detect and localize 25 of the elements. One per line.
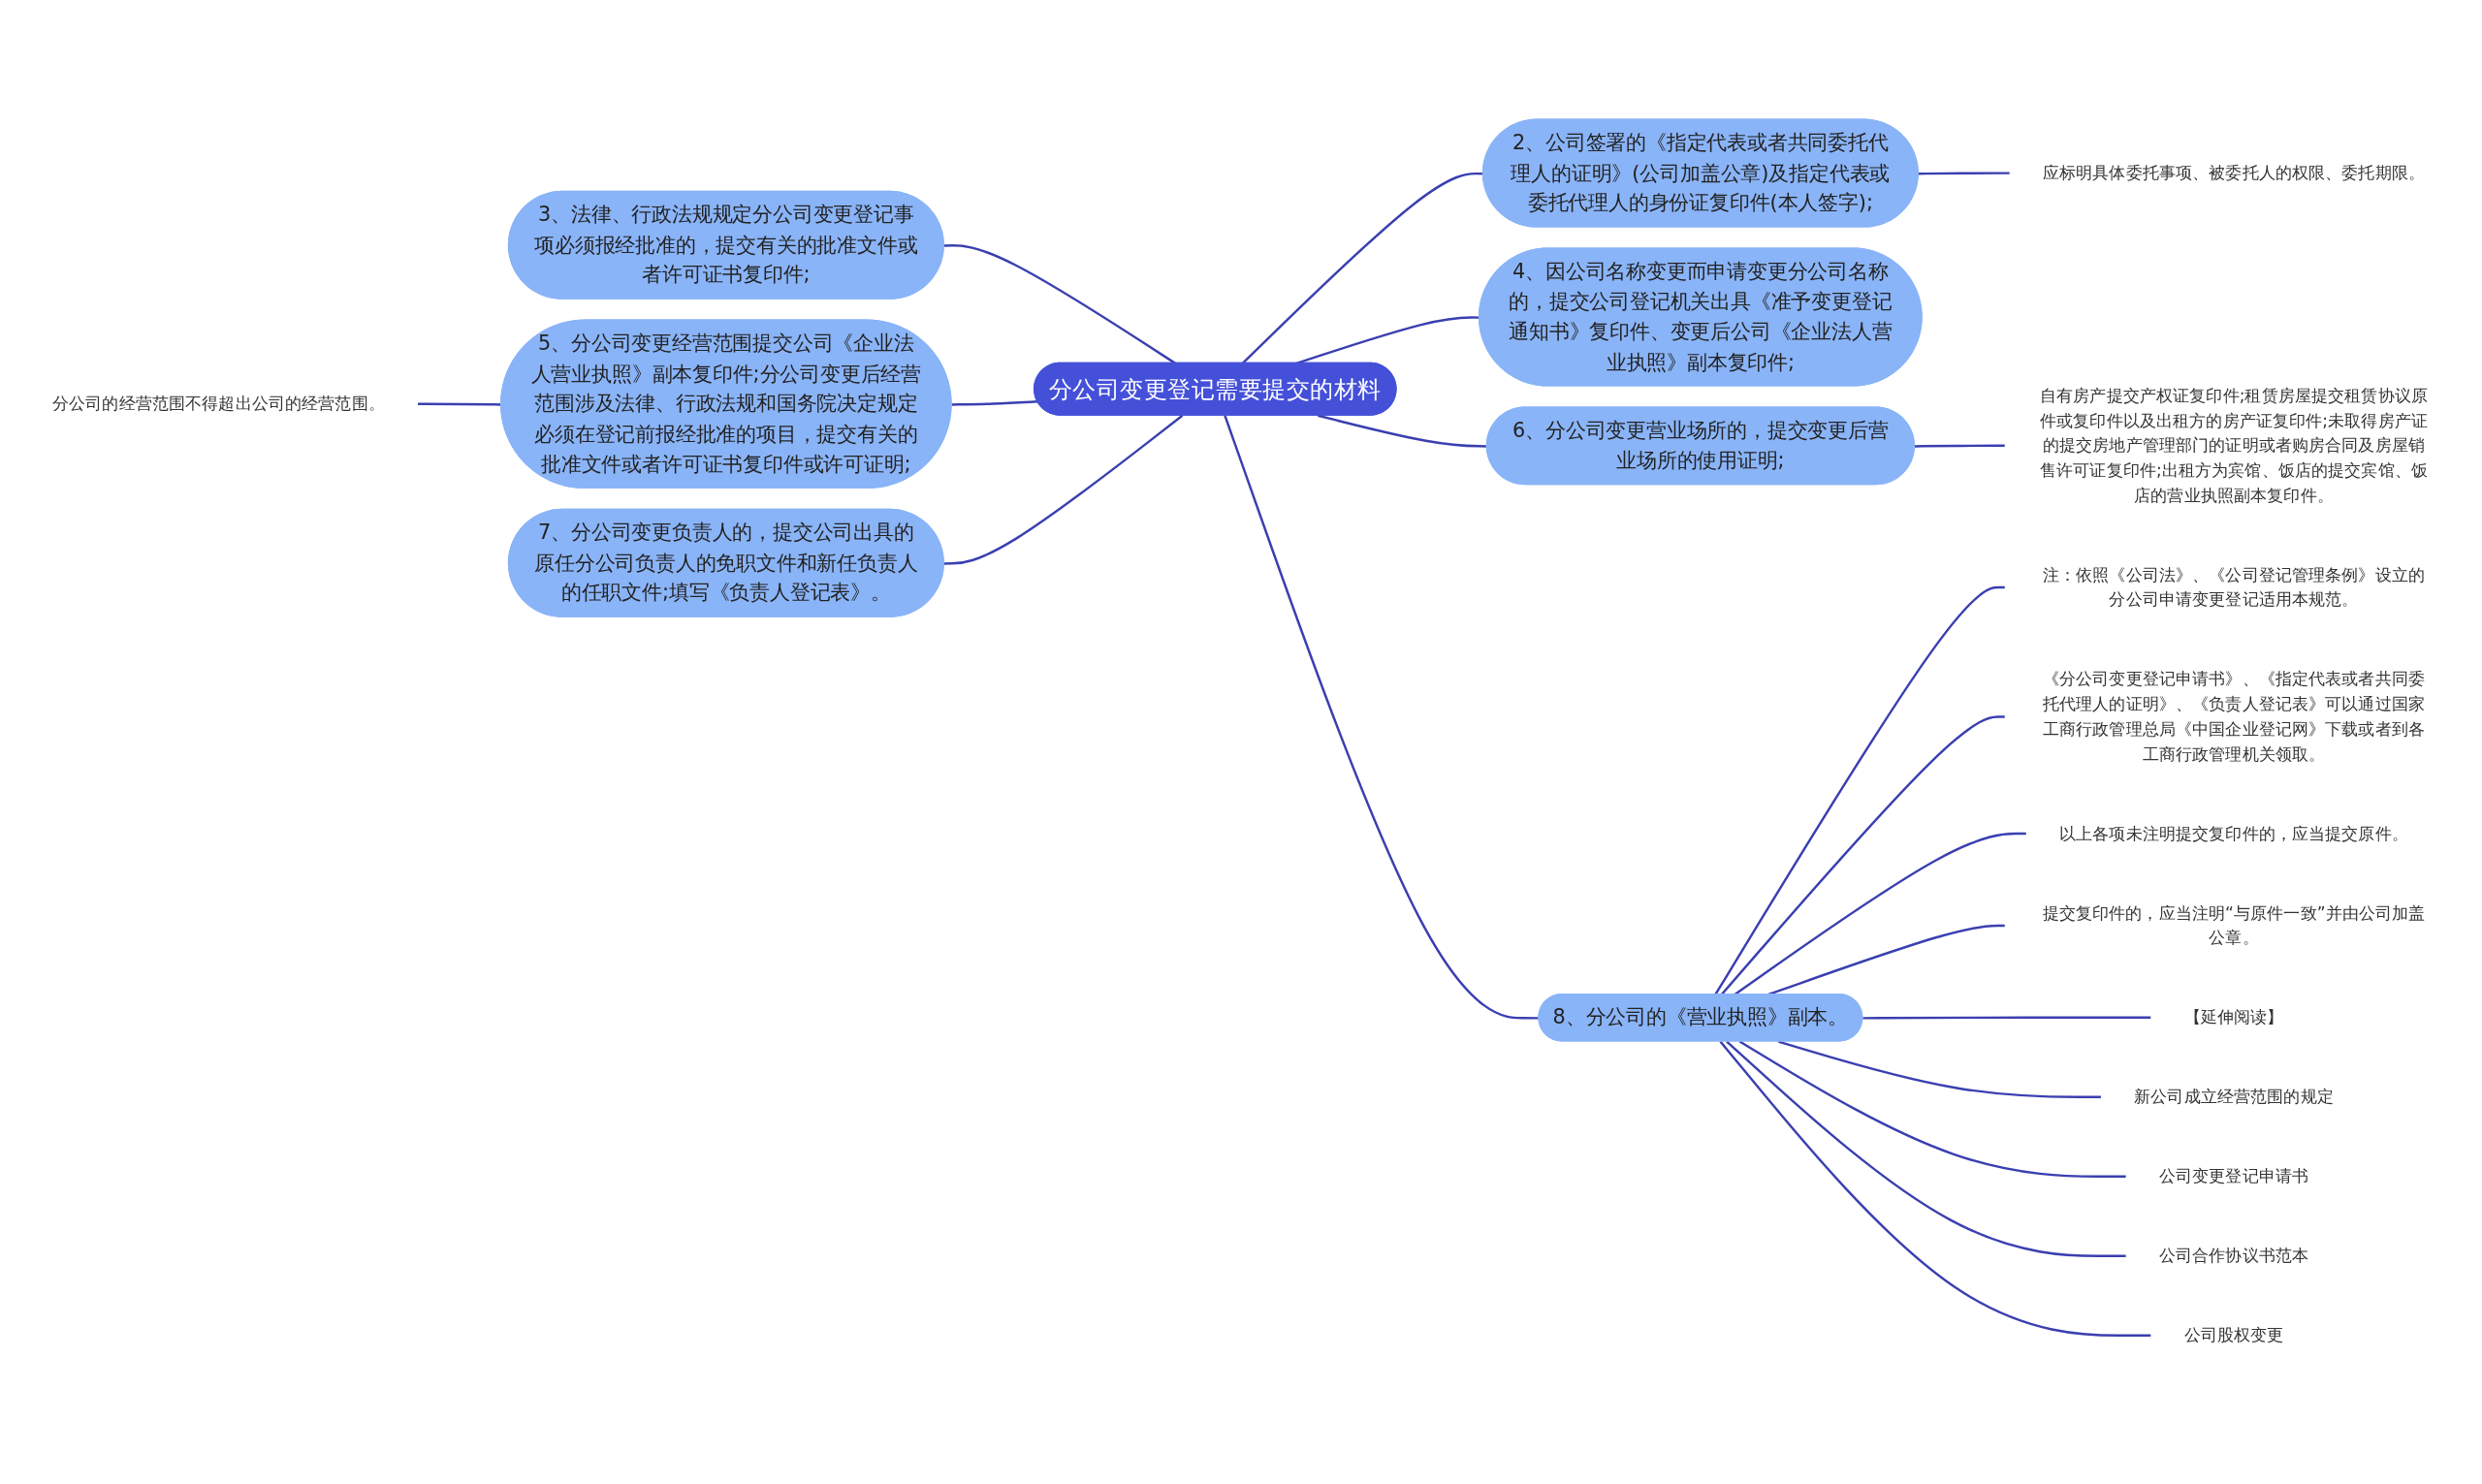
node-text: 分公司的经营范围不得超出公司的经营范围。 <box>52 394 385 413</box>
node-text: 自有房产提交产权证复印件;租赁房屋提交租赁协议原件或复印件以及出租方的房产证复印件;未取得房产证的提交房地产管理部门的证明或者购房合同及房屋销售许可证复印件;出租方为宾馆、饭店的提交宾馆、饭店的营业执照副本复印件。 <box>2040 386 2428 505</box>
node-text: 【延伸阅读】 <box>2183 1007 2284 1026</box>
node-text: 注：依照《公司法》、《公司登记管理条例》设立的分公司申请变更登记适用本规范。 <box>2042 564 2426 610</box>
connector <box>1224 415 1540 1020</box>
node-text: 公司变更登记申请书 <box>2158 1166 2309 1185</box>
connector <box>1720 715 2005 995</box>
node-text: 提交复印件的，应当注明“与原件一致”并由公司加盖公章。 <box>2042 902 2426 947</box>
connector <box>1738 1040 2126 1178</box>
connector <box>1862 1016 2151 1020</box>
node-text: 公司股权变更 <box>2183 1325 2284 1344</box>
connector <box>951 400 1038 406</box>
node-text: 《分公司变更登记申请书》、《指定代表或者共同委托代理人的证明》、《负责人登记表》可以通过国家工商行政管理总局《中国企业登记网》下载或者到各工商行政管理机关领取。 <box>2042 669 2426 764</box>
connector <box>1778 1040 2101 1098</box>
connector <box>1719 1040 2151 1337</box>
node-text: 以上各项未注明提交复印件的，应当提交原件。 <box>2059 823 2408 843</box>
node-text: 新公司成立经营范围的规定 <box>2134 1087 2334 1106</box>
connector <box>943 244 1176 364</box>
node-text: 公司合作协议书范本 <box>2158 1246 2309 1265</box>
node-text: 应标明具体委托事项、被委托人的权限、委托期限。 <box>2042 163 2426 182</box>
connector <box>1914 444 2005 448</box>
connector <box>1726 1040 2126 1257</box>
connector <box>1714 585 2005 995</box>
connector <box>943 414 1184 565</box>
connector <box>1918 172 2010 175</box>
